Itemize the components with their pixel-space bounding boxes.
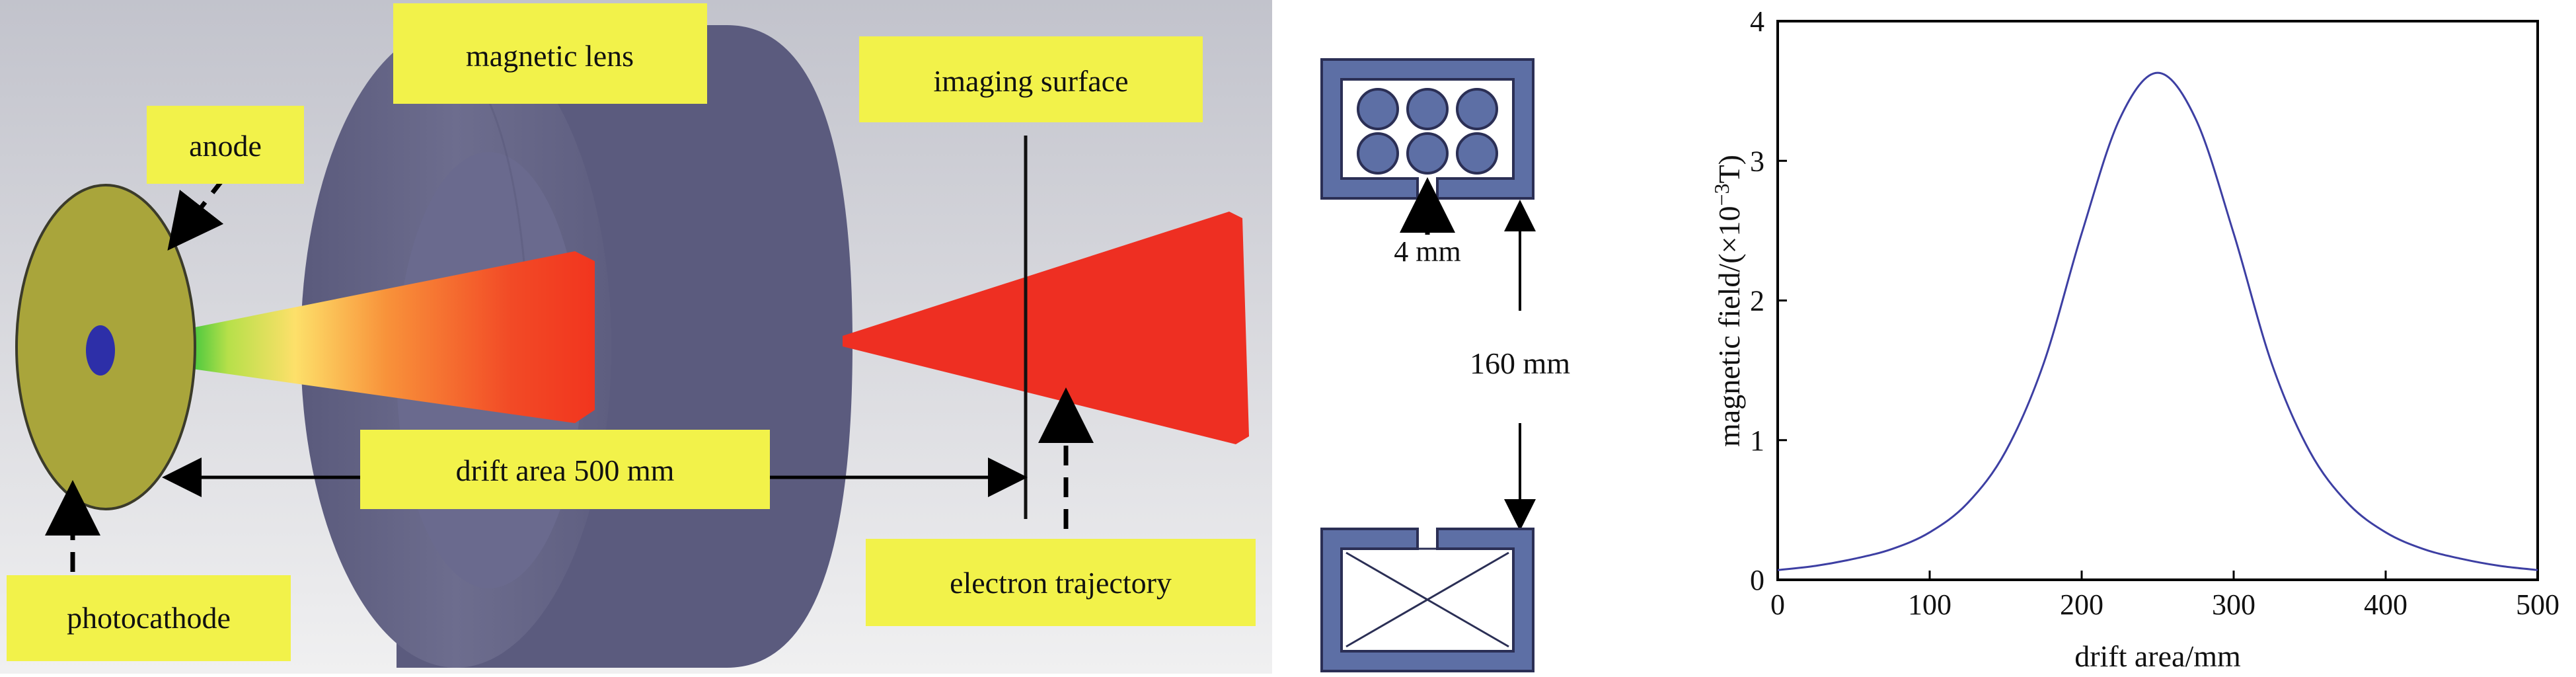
electron-beam-diverging [178,251,595,423]
x-tick-label: 500 [2516,588,2559,621]
y-tick-label: 1 [1750,424,1764,457]
label-electron-trajectory: electron trajectory [866,539,1256,626]
series-line [1777,71,2538,571]
lens-cross-section-panel: 4 mm 160 mm [1272,0,1586,674]
x-tick-label: 300 [2212,588,2255,621]
y-tick-label: 2 [1750,285,1764,317]
simulation-figure: magnetic lens imaging surface anode drif… [0,0,1272,674]
x-tick-label: 100 [1908,588,1951,621]
label-imaging-surface: imaging surface [859,36,1203,122]
svg-text:anode: anode [189,129,262,163]
svg-text:drift area 500 mm: drift area 500 mm [456,454,675,487]
label-magnetic-lens: magnetic lens [393,3,707,104]
lens-cross-section: 4 mm 160 mm [1320,58,1570,672]
bottom-coil-frame [1320,528,1534,672]
svg-text:magnetic lens: magnetic lens [466,39,634,73]
electron-beam-focused [843,212,1249,444]
y-axis: 0 1 2 3 4 [1750,5,1787,596]
svg-text:photocathode: photocathode [67,601,231,635]
y-tick-label: 3 [1750,145,1764,177]
chart-panel: 0 100 200 300 400 500 0 1 2 3 4 drift area/mm mag… [1586,0,2576,674]
plot-area-frame [1776,20,2539,581]
x-axis-label: drift area/mm [2074,639,2241,673]
svg-text:imaging surface: imaging surface [933,64,1128,98]
label-drift-area: drift area 500 mm [360,430,770,509]
x-axis: 0 100 200 300 400 500 [1770,571,2559,621]
y-tick-label: 4 [1750,5,1764,38]
label-photocathode: photocathode [7,575,291,661]
svg-text:electron trajectory: electron trajectory [950,566,1172,600]
anode-pointer [167,175,227,251]
x-tick-label: 0 [1770,588,1785,621]
separation-label: 160 mm [1470,346,1570,380]
cathode-disk [15,184,196,510]
y-axis-label: magnetic field/(×10−3T) [1710,155,1746,447]
x-tick-label: 200 [2060,588,2103,621]
gap-label: 4 mm [1394,235,1460,268]
y-tick-label: 0 [1750,564,1764,596]
x-tick-label: 400 [2364,588,2407,621]
magnetic-field-chart: 0 100 200 300 400 500 0 1 2 3 4 drift area/mm mag… [1710,5,2559,673]
label-anode: anode [147,106,304,184]
simulation-panel: magnetic lens imaging surface anode drif… [0,0,1272,674]
top-coil-frame [1320,58,1534,200]
coil-windings [1357,88,1498,175]
